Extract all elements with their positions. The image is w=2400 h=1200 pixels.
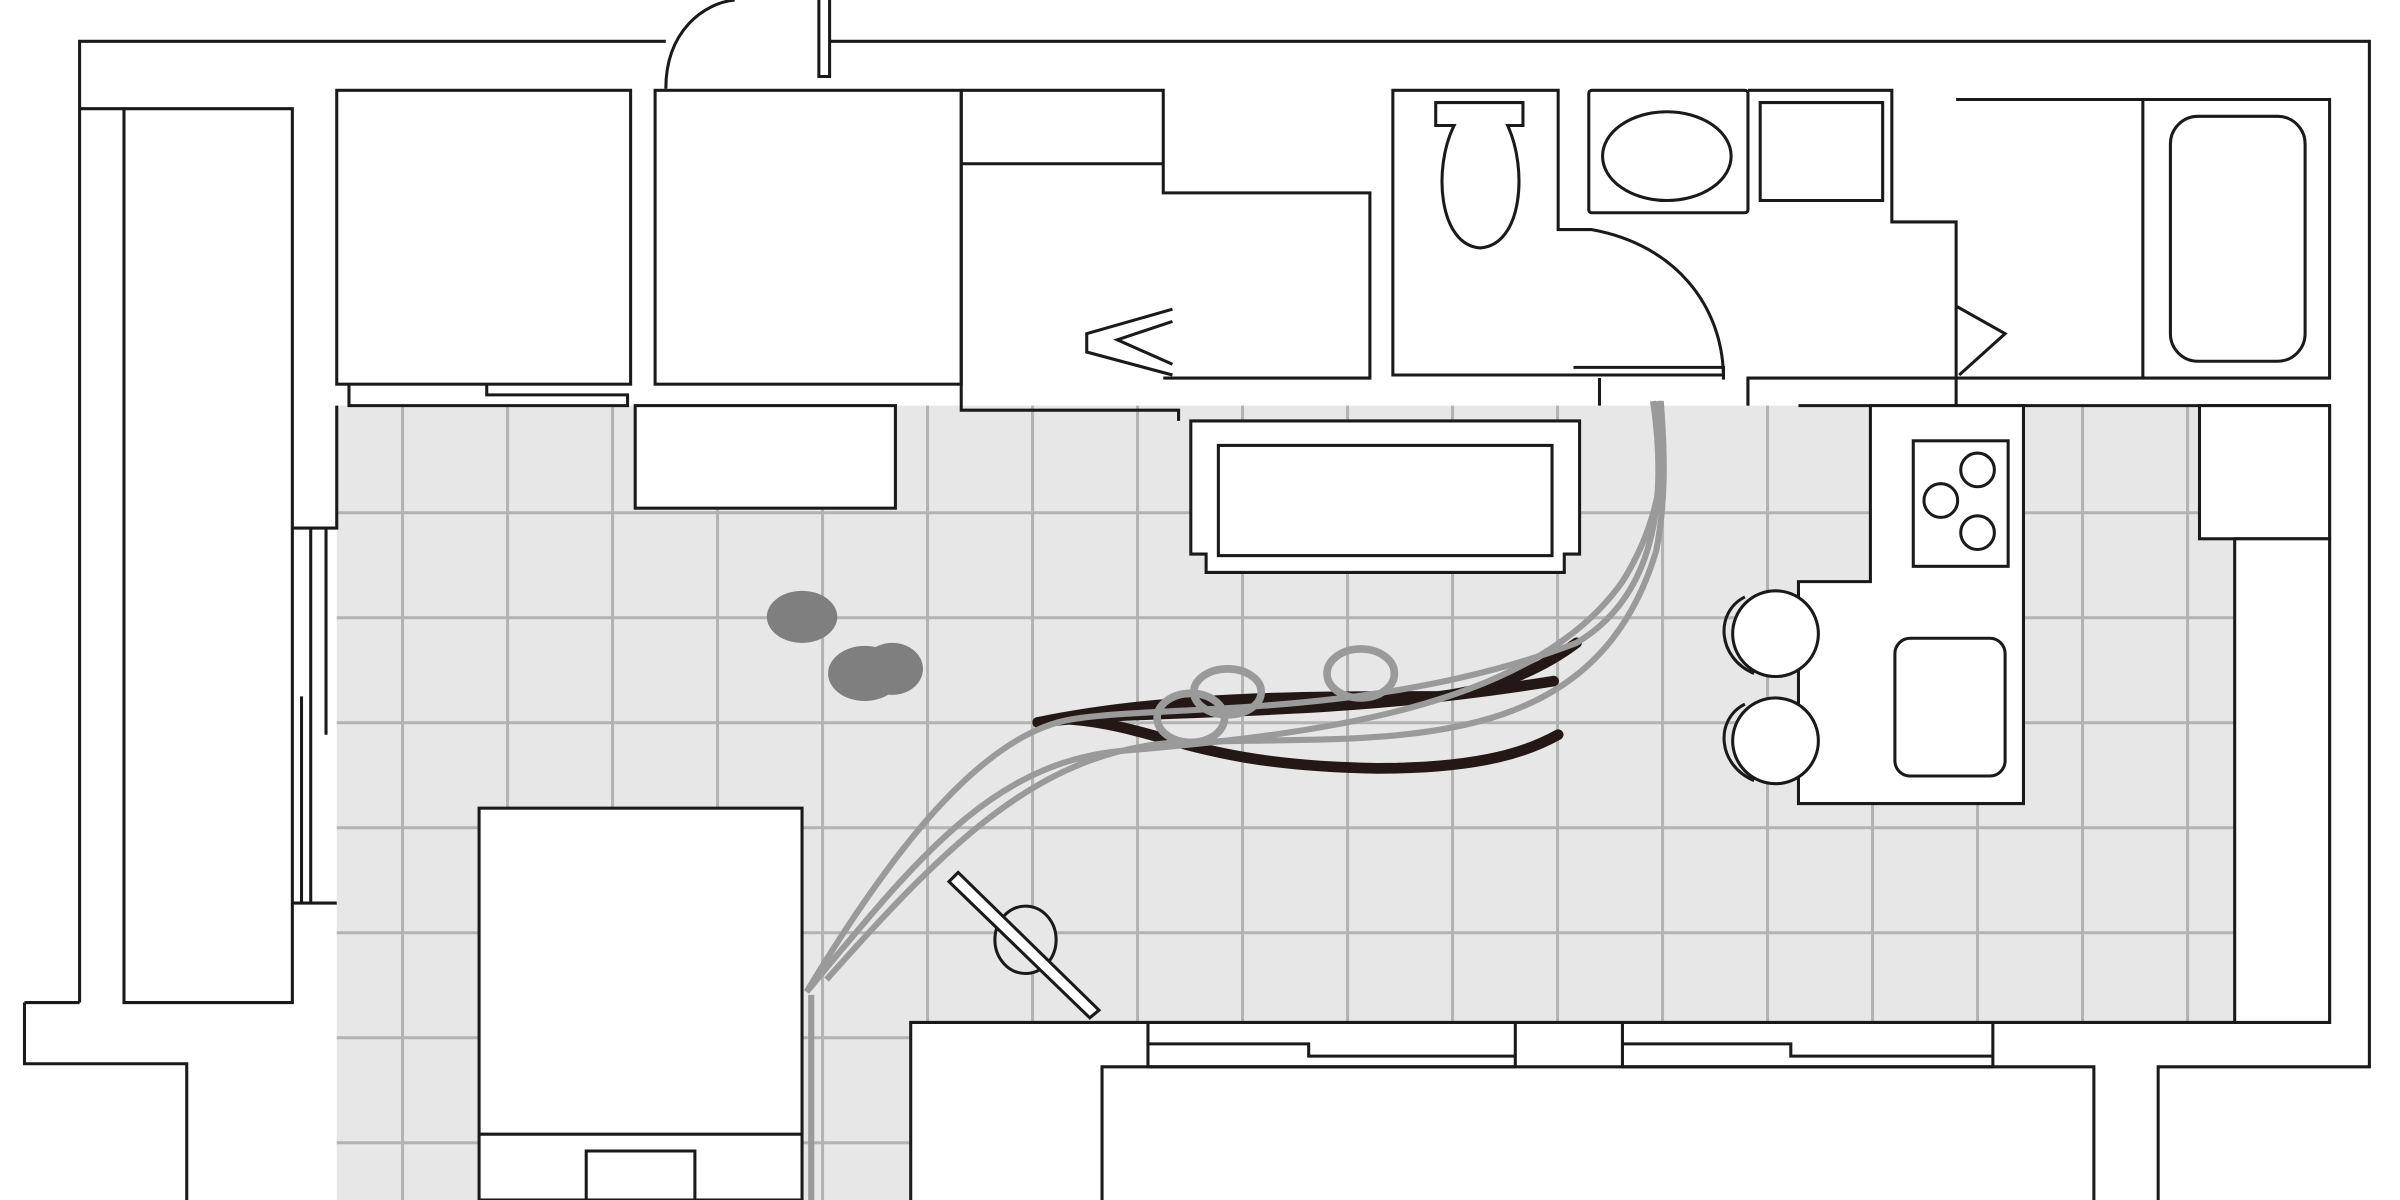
bathtub-icon	[2168, 114, 2307, 363]
bathroom	[1391, 88, 2332, 406]
kitchen-sink-icon	[1893, 636, 2007, 778]
movement-traces	[766, 400, 1667, 1200]
upper-cabinets	[335, 88, 1372, 421]
chair-icon	[946, 870, 1102, 1020]
stovetop-icon	[1911, 439, 2010, 568]
sink-icon	[1601, 110, 1733, 203]
kitchen-furniture	[477, 404, 2332, 1200]
stool-icon	[1722, 589, 1820, 786]
toilet-icon	[1434, 101, 1525, 250]
